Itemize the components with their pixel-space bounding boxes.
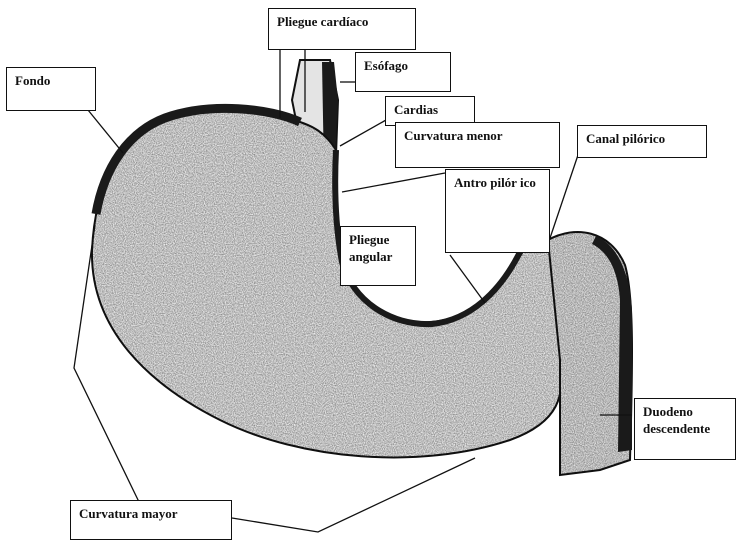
- leader-fondo: [88, 110, 123, 153]
- label-pliegue-cardiaco: Pliegue cardíaco: [268, 8, 416, 50]
- label-duodeno-descendente: Duodeno descendente: [634, 398, 736, 460]
- label-fondo: Fondo: [6, 67, 96, 111]
- leader-canal-pilorico: [548, 155, 578, 244]
- label-canal-pilorico: Canal pilórico: [577, 125, 707, 158]
- leader-pliegue-angular: [450, 255, 485, 303]
- label-pliegue-angular: Pliegue angular: [340, 226, 416, 286]
- label-antro-pilorico: Antro pilór ico: [445, 169, 550, 253]
- leader-curvatura-mayor-b: [232, 458, 475, 532]
- leader-cardias: [340, 120, 386, 146]
- label-esofago: Esófago: [355, 52, 451, 92]
- label-curvatura-menor: Curvatura menor: [395, 122, 560, 168]
- leader-curvatura-menor: [342, 173, 445, 192]
- label-curvatura-mayor: Curvatura mayor: [70, 500, 232, 540]
